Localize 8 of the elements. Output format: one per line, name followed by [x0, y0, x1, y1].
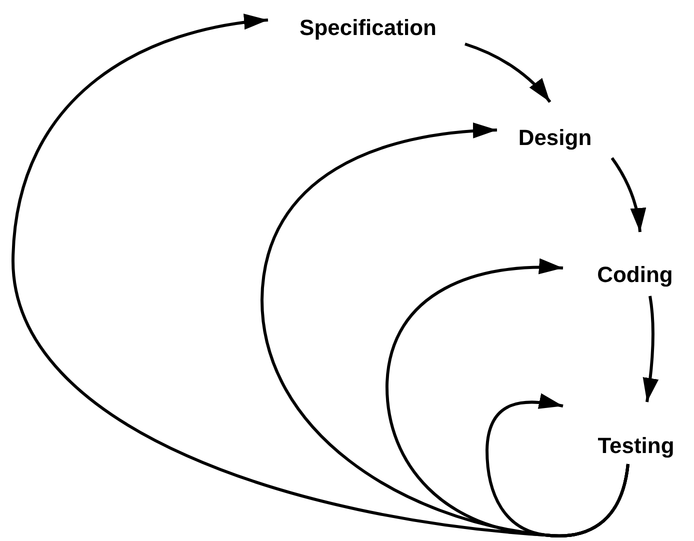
stage-label: Specification: [300, 15, 436, 41]
arrow: [464, 42, 552, 103]
arrow: [486, 394, 630, 538]
stage-label: Design: [518, 125, 592, 151]
stage-label: Coding: [597, 262, 673, 288]
arrow: [610, 157, 646, 232]
arrow: [642, 296, 658, 402]
stage-label: Testing: [598, 433, 674, 459]
